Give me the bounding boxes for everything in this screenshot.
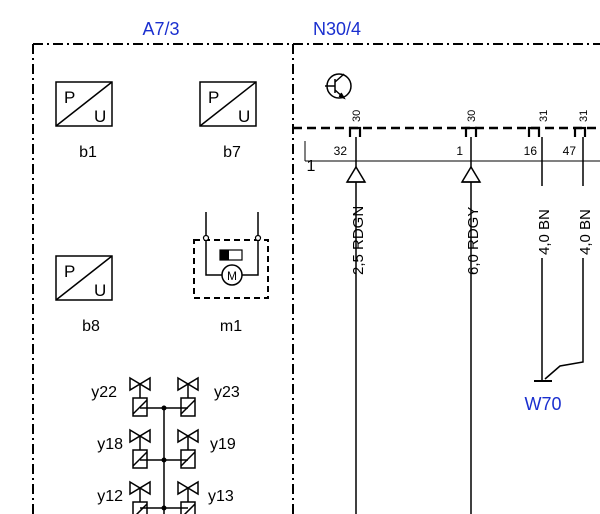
module-a7-3-boundary [32,43,294,514]
pressure-sensor-b1: P U b1 [55,81,113,161]
valve-icon [129,376,151,417]
sensor-u-label: U [94,107,106,126]
module-label-a7-3: A7/3 [142,19,179,39]
wire-label-bn-16: 4,0 BN [536,209,553,255]
junction-dots [161,405,167,511]
valve-label-y18: y18 [97,436,123,453]
valve-y19 [177,428,199,469]
motor-m1: M m1 [193,212,269,335]
wire-rdgy [460,161,482,514]
module-label-n30-4: N30/4 [313,19,361,39]
terminal-label-1: 30 [351,110,363,122]
pin-number-4: 47 [563,144,577,158]
sensor-u-label: U [94,281,106,300]
valve-y22 [129,376,151,417]
valve-icon [177,428,199,469]
valve-y12 [129,480,151,514]
sensor-label-b8: b8 [82,318,100,335]
valve-y13 [177,480,199,514]
sensor-p-label: P [208,88,219,107]
valve-label-y23: y23 [214,384,240,401]
terminal-label-2: 30 [466,110,478,122]
transistor-icon [325,73,352,100]
motor-symbol: M [227,269,237,283]
valve-y18 [129,428,151,469]
pressure-sensor-b7: P U b7 [199,81,257,161]
wire-label-bn-47: 4,0 BN [577,209,594,255]
valve-label-y22: y22 [91,384,117,401]
wire-rdgn [345,161,367,514]
motor-label-m1: m1 [220,318,242,335]
pressure-sensor-b8: P U b8 [55,255,113,335]
terminal-label-4: 31 [578,110,590,122]
valve-label-y13: y13 [208,488,234,505]
sensor-label-b1: b1 [79,144,97,161]
pressure-sensor-icon [55,255,113,301]
connector-pins [304,126,600,162]
sensor-u-label: U [238,107,250,126]
pressure-sensor-icon [199,81,257,127]
ground-label-w70: W70 [524,394,561,414]
valve-icon [177,480,199,514]
connector-label: 1 [307,158,316,175]
wire-label-rdgy: 6,0 RDGY [465,207,482,275]
wire-label-rdgn: 2,5 RDGN [350,206,367,275]
sensor-p-label: P [64,88,75,107]
sensor-p-label: P [64,262,75,281]
pin-number-3: 16 [524,144,538,158]
pressure-sensor-icon [55,81,113,127]
pin-number-2: 1 [456,144,463,158]
valve-label-y12: y12 [97,488,123,505]
motor-icon [221,264,243,286]
valve-icon [129,428,151,469]
valve-y23 [177,376,199,417]
sensor-label-b7: b7 [223,144,241,161]
wire-bn-47 [544,161,584,380]
terminal-label-3: 31 [538,110,550,122]
valve-icon [177,376,199,417]
valve-label-y19: y19 [210,436,236,453]
pin-number-1: 32 [334,144,348,158]
valve-icon [129,480,151,514]
